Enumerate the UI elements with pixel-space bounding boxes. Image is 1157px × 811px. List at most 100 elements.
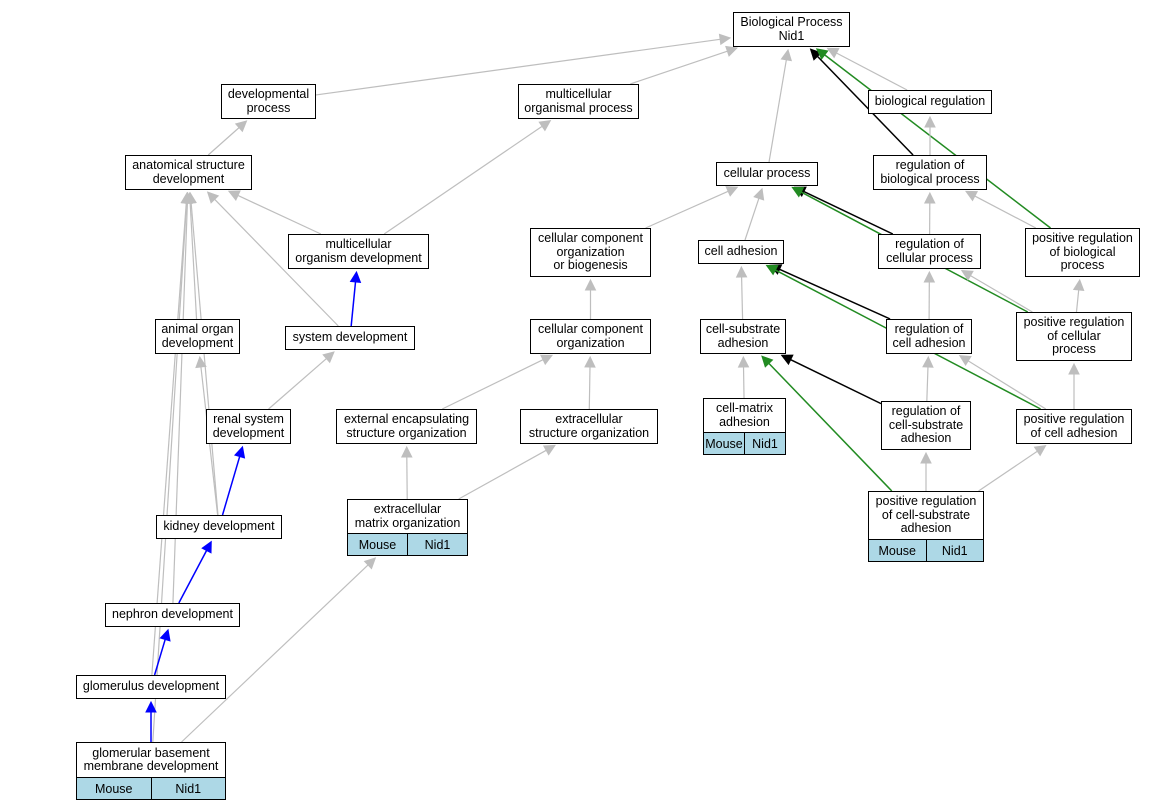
edge-mop-bp [630, 45, 738, 85]
go-term-rbp[interactable]: regulation of biological process [873, 155, 987, 190]
go-term-gbmd[interactable]: glomerular basement membrane development… [76, 742, 226, 800]
edge-line [189, 202, 198, 320]
go-term-label: extracellular structure organization [528, 412, 650, 440]
go-term-cp[interactable]: cellular process [716, 162, 818, 186]
annotation-species: Mouse [704, 433, 744, 454]
annotation-gene: Nid1 [407, 534, 467, 555]
go-term-rsd[interactable]: renal system development [206, 409, 291, 444]
edge-arrowhead [227, 190, 241, 201]
go-term-ca[interactable]: cell adhesion [698, 240, 784, 264]
edge-arrowhead [924, 115, 936, 128]
edge-arrowhead [815, 48, 829, 60]
edge-line [816, 55, 914, 156]
edge-arrowhead [725, 45, 738, 57]
edge-line [779, 268, 891, 320]
edge-rsd-sd [268, 351, 335, 410]
go-term-sd[interactable]: system development [285, 326, 415, 350]
go-term-nd[interactable]: nephron development [105, 603, 240, 627]
go-term-label: cell adhesion [704, 244, 778, 259]
go-term-label: regulation of cell adhesion [892, 322, 966, 350]
edge-rcsa-csa [780, 354, 882, 405]
go-term-mod[interactable]: multicellular organism development [288, 234, 429, 269]
go-term-prbp[interactable]: positive regulation of biological proces… [1025, 228, 1140, 277]
go-term-label: kidney development [163, 519, 275, 534]
edge-line [458, 449, 547, 500]
go-term-label: extracellular matrix organization [354, 502, 461, 530]
edge-arrowhead [363, 557, 377, 570]
edge-line [926, 366, 929, 402]
go-term-mop[interactable]: multicellular organismal process [518, 84, 639, 119]
go-term-label: positive regulation of cellular process [1023, 315, 1125, 357]
edge-prbp-bp [815, 48, 1051, 229]
go-term-label: cellular process [723, 166, 811, 181]
go-term-cco[interactable]: cellular component organization [530, 319, 651, 354]
edge-arrowhead [923, 270, 936, 283]
edge-arrowhead [159, 628, 171, 642]
edge-line [442, 359, 544, 410]
annotation-species: Mouse [869, 540, 926, 561]
go-term-eso[interactable]: external encapsulating structure organiz… [336, 409, 477, 444]
go-term-prca[interactable]: positive regulation of cell adhesion [1016, 409, 1132, 444]
edge-line [181, 564, 369, 743]
edge-prcsa-rcsa [920, 451, 932, 491]
edge-prcsa-csa [761, 355, 893, 492]
go-term-dev[interactable]: developmental process [221, 84, 316, 119]
edge-arrowhead [826, 47, 840, 59]
edge-line [207, 127, 240, 156]
edge-arrowhead [1068, 362, 1080, 375]
annotation-gene: Nid1 [744, 433, 785, 454]
edge-gbmd-gd [145, 700, 157, 742]
edge-arrowhead [780, 48, 793, 62]
go-term-rcsa[interactable]: regulation of cell-substrate adhesion [881, 401, 971, 450]
go-term-kd[interactable]: kidney development [156, 515, 282, 539]
edge-arrowhead [540, 354, 554, 366]
go-term-csa[interactable]: cell-substrate adhesion [700, 319, 786, 354]
go-term-exso[interactable]: extracellular structure organization [520, 409, 658, 444]
edge-rca-ca [769, 264, 891, 320]
edge-line [803, 190, 894, 235]
edge-line [768, 362, 893, 492]
edge-line [350, 281, 357, 327]
edge-arrowhead [765, 264, 779, 276]
edge-line [645, 190, 729, 229]
go-term-label: animal organ development [161, 322, 234, 350]
go-term-aod[interactable]: animal organ development [155, 319, 240, 354]
go-term-bp[interactable]: Biological Process Nid1 [733, 12, 850, 47]
go-term-rcp[interactable]: regulation of cellular process [878, 234, 981, 269]
go-term-prcp[interactable]: positive regulation of cellular process [1016, 312, 1132, 361]
edge-line [237, 194, 322, 235]
edge-arrowhead [725, 186, 739, 197]
edge-cma-csa [737, 355, 750, 399]
go-term-label: renal system development [212, 412, 285, 440]
annotation-gene: Nid1 [925, 540, 983, 561]
go-term-label: multicellular organismal process [524, 87, 633, 115]
edge-cp-bp [768, 48, 793, 163]
edge-arrowhead [400, 445, 413, 458]
edge-rcsa-rca [922, 355, 934, 402]
edge-mod-asd [227, 190, 322, 235]
go-term-label: cellular component organization or bioge… [538, 231, 643, 273]
go-term-label: Biological Process Nid1 [740, 15, 843, 43]
go-term-label: cellular component organization [538, 322, 643, 350]
edge-arrowhead [195, 355, 207, 369]
go-term-breg[interactable]: biological regulation [868, 90, 992, 114]
go-term-cco-b[interactable]: cellular component organization or bioge… [530, 228, 651, 277]
edge-line [970, 275, 1033, 313]
go-term-label: nephron development [112, 607, 233, 622]
go-term-prcsa[interactable]: positive regulation of cell-substrate ad… [868, 491, 984, 562]
edge-arrowhead [791, 186, 805, 198]
go-term-asd[interactable]: anatomical structure development [125, 155, 252, 190]
go-term-rca[interactable]: regulation of cell adhesion [886, 319, 972, 354]
edge-arrowhead [180, 191, 193, 204]
go-term-label: cell-matrix adhesion [716, 401, 773, 429]
edge-kd-rsd [221, 445, 246, 516]
edge-sd-mod [349, 270, 362, 327]
edge-arrowhead [965, 190, 979, 202]
go-term-label: positive regulation of cell-substrate ad… [875, 494, 977, 536]
go-term-gd[interactable]: glomerulus development [76, 675, 226, 699]
